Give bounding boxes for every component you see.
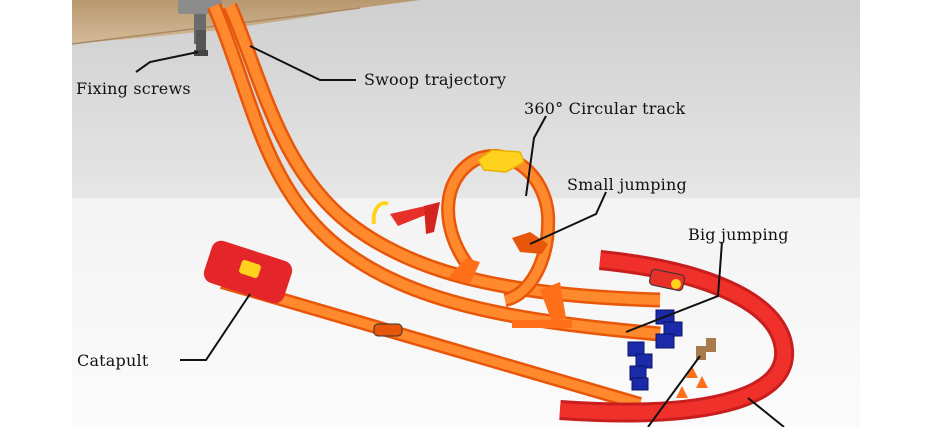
leader-small-jumping bbox=[529, 191, 607, 245]
loop-support bbox=[540, 282, 566, 322]
leader-lines bbox=[135, 45, 785, 427]
leader-catapult bbox=[180, 293, 251, 361]
loop-yellow-ramp bbox=[477, 149, 525, 173]
leader-circular bbox=[525, 115, 547, 197]
leader-big-jumping bbox=[625, 241, 723, 333]
screw-head bbox=[194, 50, 208, 56]
label-fixing-screws: Fixing screws bbox=[76, 79, 191, 98]
blue-blocks bbox=[627, 309, 683, 391]
label-swoop-trajectory: Swoop trajectory bbox=[364, 70, 507, 89]
big-curve-track bbox=[559, 250, 795, 423]
leader-lower-center bbox=[647, 355, 701, 427]
label-small-jumping: Small jumping bbox=[567, 175, 687, 194]
catapult-track bbox=[203, 240, 642, 411]
props bbox=[676, 338, 716, 398]
leader-fixing-screws bbox=[135, 51, 199, 73]
circular-loop bbox=[441, 149, 572, 328]
label-circular-track: 360° Circular track bbox=[524, 99, 686, 118]
leader-lower-right bbox=[747, 397, 785, 427]
label-big-jumping: Big jumping bbox=[688, 225, 789, 244]
toy-car bbox=[373, 323, 403, 337]
back-ramp bbox=[371, 201, 440, 234]
leader-swoop bbox=[249, 45, 356, 81]
label-catapult: Catapult bbox=[77, 351, 149, 370]
